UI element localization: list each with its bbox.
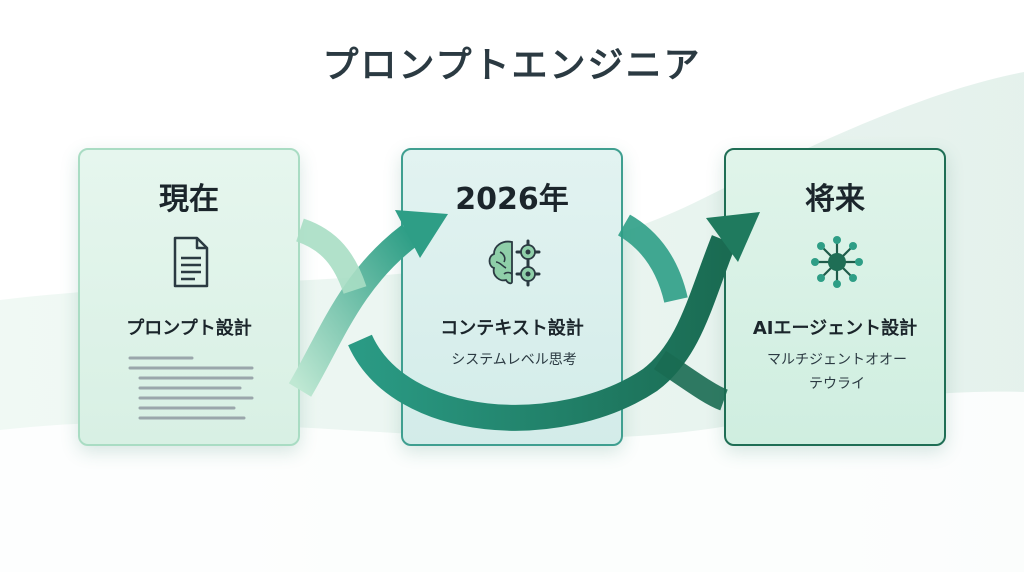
page-title: プロンプトエンジニア <box>322 45 702 86</box>
card-label: AIエージェント設計 <box>752 318 918 339</box>
card-subtitle-line: マルチジェントオオー <box>767 352 907 368</box>
placeholder-text-lines <box>128 356 254 420</box>
brain-gears-icon <box>488 239 541 287</box>
card-subtitle: マルチジェントオオーテウライ <box>740 348 934 396</box>
card-future: 将来 AIエージェント設計 マルチジェントオオーテウライ <box>724 148 946 446</box>
card-heading: 将来 <box>805 182 865 217</box>
card-label: コンテキスト設計 <box>440 318 584 339</box>
card-subtitle-line: テウライ <box>809 376 865 392</box>
card-subtitle: システムレベル思考 <box>451 352 577 368</box>
document-icon <box>173 236 209 288</box>
card-2026: 2026年 コンテキスト設計 システムレベル思考 <box>401 148 623 446</box>
card-heading: 現在 <box>159 182 219 217</box>
card-current: 現在 プロンプト設計 <box>78 148 300 446</box>
card-label: プロンプト設計 <box>126 318 252 339</box>
network-hub-icon <box>811 236 863 288</box>
card-heading: 2026年 <box>455 182 569 217</box>
